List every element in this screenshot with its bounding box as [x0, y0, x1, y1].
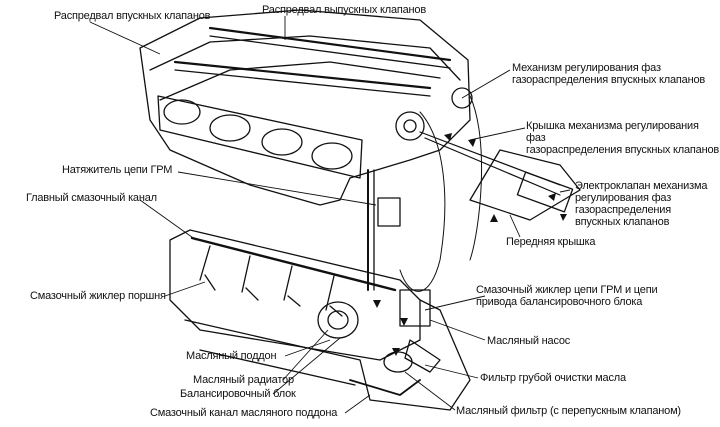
exhaust-camshaft: [208, 26, 452, 62]
oil-pan-channel: [349, 379, 421, 396]
solenoid-valve: [516, 171, 574, 213]
label-main-oil-gallery: Главный смазочный канал: [26, 192, 157, 204]
oil-filter: [383, 351, 413, 373]
intake-ports: [163, 99, 353, 170]
main-oil-gallery: [190, 236, 397, 292]
label-chain-oil-jet: Смазочный жиклер цепи ГРМ и цепи привода…: [476, 284, 658, 308]
engine-block: [169, 229, 421, 361]
label-oil-pump: Масляный насос: [487, 335, 571, 347]
oil-cooler: [317, 301, 359, 339]
label-intake-camshaft: Распредвал впускных клапанов: [54, 10, 211, 22]
tensioner: [377, 197, 401, 227]
label-oil-cooler: Масляный радиатор: [193, 374, 294, 386]
label-vvt-mechanism: Механизм регулирования фаз газораспредел…: [512, 62, 706, 86]
label-vvt-cover: Крышка механизма регулирования фаз газор…: [526, 120, 720, 156]
label-exhaust-camshaft: Распредвал выпускных клапанов: [262, 4, 426, 16]
vvt-sprocket: [395, 111, 425, 141]
exhaust-sprocket: [451, 87, 473, 109]
oil-flow-arrows: [373, 133, 567, 356]
label-piston-oil-jet: Смазочный жиклер поршня: [30, 290, 166, 302]
intake-camshaft: [173, 60, 432, 90]
label-oil-pan: Масляный поддон: [186, 350, 277, 362]
label-timing-chain-tensioner: Натяжитель цепи ГРМ: [62, 164, 173, 176]
oil-pump: [399, 289, 431, 327]
piston-jets: [199, 245, 343, 317]
label-oil-filter: Масляный фильтр (с перепускным клапаном): [456, 405, 681, 417]
label-oil-pan-channel: Смазочный канал масляного поддона: [150, 407, 338, 419]
label-oil-strainer: Фильтр грубой очистки масла: [480, 372, 626, 384]
cylinder-head: [139, 9, 471, 206]
front-cover-panel: [469, 149, 581, 221]
label-balancer-unit: Балансировочный блок: [180, 388, 296, 400]
label-front-cover: Передняя крышка: [506, 236, 596, 248]
label-solenoid-valve: Электроклапан механизма регулирования фа…: [575, 180, 708, 228]
oil-strainer: [404, 339, 441, 373]
oil-pan: [184, 299, 471, 411]
